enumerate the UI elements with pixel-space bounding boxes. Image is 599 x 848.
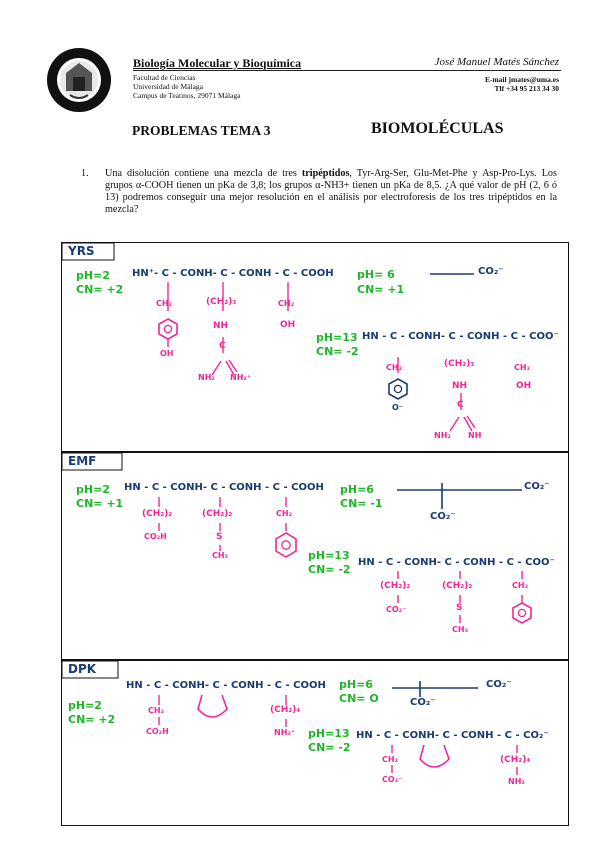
side-ch2-asp-13: CH₂ bbox=[382, 755, 399, 764]
side-ch2-3-arg-13: (CH₂)₃ bbox=[444, 359, 475, 369]
backbone-base: HN - C - CONH- C - CONH - C - CO₂⁻ bbox=[356, 730, 549, 741]
side-s-met-13: S bbox=[456, 603, 463, 613]
carboxylate-right: CO₂⁻ bbox=[486, 679, 512, 690]
campus-line: Campus de Teatinos, 29071 Málaga bbox=[133, 91, 241, 100]
side-ch2-ser: CH₂ bbox=[278, 299, 295, 308]
box-label: DPK bbox=[68, 662, 97, 676]
section-title: PROBLEMAS TEMA 3 bbox=[132, 123, 271, 138]
side-ch2-asp: CH₂ bbox=[148, 706, 165, 715]
ph13-label: pH=13 bbox=[308, 727, 350, 740]
ph2-label: pH=2 bbox=[76, 483, 110, 496]
contact-info: E-mail jmates@uma.es Tlf +34 95 213 34 3… bbox=[485, 75, 559, 93]
cn2-label: CN= +2 bbox=[68, 713, 116, 726]
carboxylate-right: CO₂⁻ bbox=[524, 481, 550, 492]
side-nh2-lys: NH₂ bbox=[508, 777, 525, 786]
backbone-acid: HN⁺- C - CONH- C - CONH - C - COOH bbox=[132, 268, 334, 279]
header-rule bbox=[133, 70, 561, 71]
answer-box-yrs: YRS pH=2 CN= +2 HN⁺- C - CONH- C - CONH … bbox=[61, 242, 569, 452]
cn6-label: CN= +1 bbox=[357, 283, 405, 296]
side-nh-arg-end-13: NH bbox=[468, 431, 482, 440]
side-ch2-3-arg: (CH₂)₃ bbox=[206, 297, 237, 307]
question-number: 1. bbox=[81, 168, 89, 179]
author-name: José Manuel Matés Sánchez bbox=[434, 56, 559, 68]
side-ch2-4-lys: (CH₂)₄ bbox=[270, 705, 301, 715]
question-text: Una disolución contiene una mezcla de tr… bbox=[105, 168, 557, 215]
course-title: Biología Molecular y Bioquímica bbox=[133, 56, 302, 70]
side-nh2plus-arg: NH₂⁺ bbox=[230, 373, 252, 382]
side-c-arg-13: C bbox=[457, 400, 464, 410]
side-nh3plus-lys: NH₃⁺ bbox=[274, 728, 296, 737]
side-ch2-2-met: (CH₂)₂ bbox=[202, 509, 233, 519]
side-oh-ser: OH bbox=[280, 320, 296, 330]
side-s-met: S bbox=[216, 532, 223, 542]
backbone-acid: HN - C - CONH- C - CONH - C - COOH bbox=[126, 680, 326, 691]
side-nh2-arg-13: NH₂ bbox=[434, 431, 451, 440]
ph6-label: pH=6 bbox=[340, 483, 374, 496]
backbone-base: HN - C - CONH- C - CONH - C - COO⁻ bbox=[358, 557, 555, 568]
side-ch2-4-lys-13: (CH₂)₄ bbox=[500, 755, 531, 765]
topic-title: BIOMOLÉCULAS bbox=[371, 120, 504, 137]
cn6-label: CN= -1 bbox=[340, 497, 383, 510]
ph13-label: pH=13 bbox=[308, 549, 350, 562]
ph6-label: pH= 6 bbox=[357, 268, 395, 281]
side-co2minus-glu: CO₂⁻ bbox=[386, 605, 407, 614]
box-label: YRS bbox=[68, 244, 95, 258]
faculty-line: Facultad de Ciencias bbox=[133, 73, 196, 82]
ph13-label: pH=13 bbox=[316, 331, 358, 344]
cn2-label: CN= +2 bbox=[76, 283, 124, 296]
side-oh-tyr: OH bbox=[160, 349, 174, 358]
side-ominus-tyr: O⁻ bbox=[392, 403, 404, 412]
carboxylate-below: CO₂⁻ bbox=[430, 511, 456, 522]
phone-text: Tlf +34 95 213 34 30 bbox=[494, 84, 559, 93]
ph2-label: pH=2 bbox=[76, 269, 110, 282]
side-nh-arg-13: NH bbox=[452, 381, 468, 391]
side-ch2-tyr-13: CH₂ bbox=[386, 363, 403, 372]
side-nh-arg: NH bbox=[213, 321, 229, 331]
cn13-label: CN= -2 bbox=[308, 563, 351, 576]
question-keyword: tripéptidos bbox=[301, 168, 350, 179]
box-label: EMF bbox=[68, 454, 97, 468]
structure-emf-drawing bbox=[61, 452, 532, 624]
faculty-address: Facultad de Ciencias Universidad de Mála… bbox=[133, 73, 240, 100]
side-co2minus-asp: CO₂⁻ bbox=[382, 775, 403, 784]
carboxylate-below: CO₂⁻ bbox=[410, 697, 436, 708]
structure-dpk-drawing bbox=[61, 660, 518, 775]
structure-yrs-drawing bbox=[61, 242, 476, 432]
side-ch3-met: CH₃ bbox=[212, 551, 229, 560]
email-text[interactable]: E-mail jmates@uma.es bbox=[484, 75, 559, 84]
side-oh-ser-13: OH bbox=[516, 381, 532, 391]
side-ch2-2-glu: (CH₂)₂ bbox=[142, 509, 173, 519]
ph6-label: pH=6 bbox=[339, 678, 373, 691]
side-ch2-phe: CH₂ bbox=[276, 509, 293, 518]
backbone-acid: HN - C - CONH- C - CONH - C - COOH bbox=[124, 482, 324, 493]
answer-box-emf: EMF pH=2 CN= +1 HN - C - CONH- C - CONH … bbox=[61, 452, 569, 660]
side-ch2-tyr: CH₂ bbox=[156, 299, 173, 308]
side-c-arg: C bbox=[219, 341, 226, 351]
university-seal-icon bbox=[47, 48, 111, 112]
cn6-label: CN= O bbox=[339, 692, 379, 705]
answer-box-dpk: DPK pH=2 CN= +2 HN - C - CONH- C - CONH … bbox=[61, 660, 569, 826]
side-ch2-2-glu-13: (CH₂)₂ bbox=[380, 581, 411, 591]
question-1: 1. Una disolución contiene una mezcla de… bbox=[81, 168, 557, 216]
ph2-label: pH=2 bbox=[68, 699, 102, 712]
side-ch3-met-13: CH₃ bbox=[452, 625, 469, 634]
side-ch2-phe-13: CH₂ bbox=[512, 581, 529, 590]
side-nh2-arg: NH₂ bbox=[198, 373, 215, 382]
side-ch2-2-met-13: (CH₂)₂ bbox=[442, 581, 473, 591]
backbone-base: HN - C - CONH- C - CONH - C - COO⁻ bbox=[362, 331, 559, 342]
cn13-label: CN= -2 bbox=[316, 345, 359, 358]
side-ch2-ser-13: CH₂ bbox=[514, 363, 531, 372]
side-co2h-glu: CO₂H bbox=[144, 532, 167, 541]
cn2-label: CN= +1 bbox=[76, 497, 124, 510]
carboxylate-label: CO₂⁻ bbox=[478, 266, 504, 277]
side-co2h-asp: CO₂H bbox=[146, 727, 169, 736]
cn13-label: CN= -2 bbox=[308, 741, 351, 754]
university-line: Universidad de Málaga bbox=[133, 82, 203, 91]
